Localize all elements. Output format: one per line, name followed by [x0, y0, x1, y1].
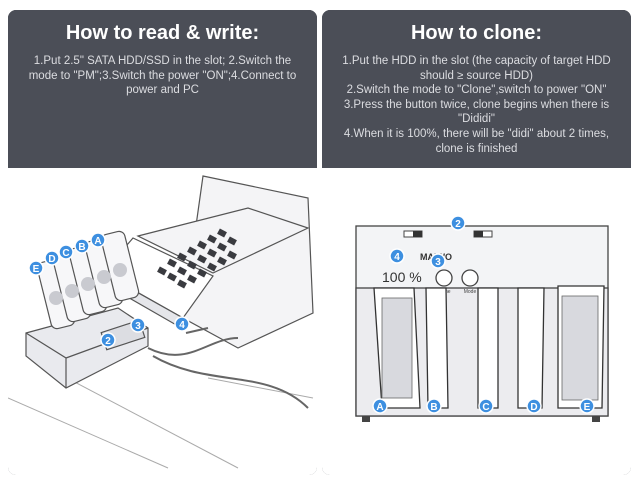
- marker-a: A: [372, 398, 388, 414]
- clone-illustration: MAIWO 100 % Clone Mode: [322, 168, 631, 475]
- marker-4: 4: [389, 248, 405, 264]
- marker-b: B: [426, 398, 442, 414]
- docking-station-front-drawing: MAIWO 100 % Clone Mode: [355, 215, 609, 422]
- clone-header: How to clone: 1.Put the HDD in the slot …: [322, 10, 631, 168]
- svg-text:2: 2: [105, 336, 111, 347]
- dock-feet: [362, 416, 600, 422]
- drive-platters: [49, 263, 127, 305]
- clone-step-line: 2.Switch the mode to "Clone",switch to p…: [346, 84, 607, 97]
- read-write-step-line: mode to "PM";3.Switch the power "ON";4.C…: [28, 69, 297, 82]
- marker-a: A: [90, 232, 106, 248]
- marker-3: 3: [130, 317, 146, 333]
- svg-text:4: 4: [394, 252, 400, 263]
- marker-c: C: [58, 244, 74, 260]
- device-buttons: [435, 269, 479, 287]
- read-write-step-line: 1.Put 2.5" SATA HDD/SSD in the slot; 2.S…: [33, 55, 292, 67]
- laptop-keyboard: [157, 228, 237, 289]
- marker-4: 4: [174, 316, 190, 332]
- svg-text:D: D: [530, 402, 537, 413]
- read-write-illustration: A B C D E 2 3 4: [8, 168, 317, 475]
- svg-text:C: C: [482, 402, 489, 413]
- marker-d: D: [44, 250, 60, 266]
- svg-text:2: 2: [455, 219, 461, 230]
- read-write-step-line: power and PC: [126, 84, 199, 97]
- drive-slot-covers: [381, 295, 599, 401]
- clone-button: [435, 269, 453, 287]
- clone-step-line: 1.Put the HDD in the slot (the capacity …: [342, 55, 611, 67]
- svg-text:B: B: [78, 242, 85, 253]
- cables: [147, 327, 309, 409]
- clone-step-line: should ≥ source HDD): [419, 69, 534, 82]
- progress-display: 100 %: [382, 269, 422, 285]
- svg-text:4: 4: [179, 320, 185, 331]
- mode-button-label: Mode: [464, 289, 477, 295]
- svg-text:B: B: [430, 402, 437, 413]
- clone-step-line: 3.Press the button twice, clone begins w…: [343, 98, 610, 111]
- svg-text:3: 3: [135, 321, 141, 332]
- svg-text:A: A: [94, 236, 101, 247]
- marker-d: D: [526, 398, 542, 414]
- read-write-panel: How to read & write: 1.Put 2.5" SATA HDD…: [8, 10, 317, 475]
- mode-button: [461, 269, 479, 287]
- docking-station-laptop-drawing: A B C D E 2 3 4: [8, 175, 314, 469]
- switch-knobs: [413, 231, 483, 237]
- svg-text:A: A: [376, 402, 383, 413]
- marker-c: C: [478, 398, 494, 414]
- read-write-steps: 1.Put 2.5" SATA HDD/SSD in the slot; 2.S…: [20, 54, 305, 98]
- svg-text:E: E: [584, 402, 591, 413]
- read-write-title: How to read & write:: [65, 22, 260, 44]
- clone-steps: 1.Put the HDD in the slot (the capacity …: [334, 54, 619, 156]
- marker-3: 3: [430, 253, 446, 269]
- svg-text:3: 3: [435, 257, 441, 268]
- marker-e: E: [28, 260, 44, 276]
- svg-text:C: C: [62, 248, 69, 259]
- clone-step-line: "Dididi": [458, 113, 495, 126]
- read-write-header: How to read & write: 1.Put 2.5" SATA HDD…: [8, 10, 317, 168]
- marker-b: B: [74, 238, 90, 254]
- docking-station-base: [25, 307, 149, 389]
- clone-title: How to clone:: [410, 22, 543, 44]
- desk-lines: [8, 367, 314, 469]
- marker-e: E: [579, 398, 595, 414]
- marker-2: 2: [100, 332, 116, 348]
- clone-step-line: 4.When it is 100%, there will be "didi" …: [343, 127, 610, 140]
- svg-text:D: D: [48, 254, 55, 265]
- svg-text:E: E: [33, 264, 40, 275]
- clone-step-line: clone is finished: [435, 142, 518, 155]
- clone-panel: How to clone: 1.Put the HDD in the slot …: [322, 10, 631, 475]
- marker-2: 2: [450, 215, 466, 231]
